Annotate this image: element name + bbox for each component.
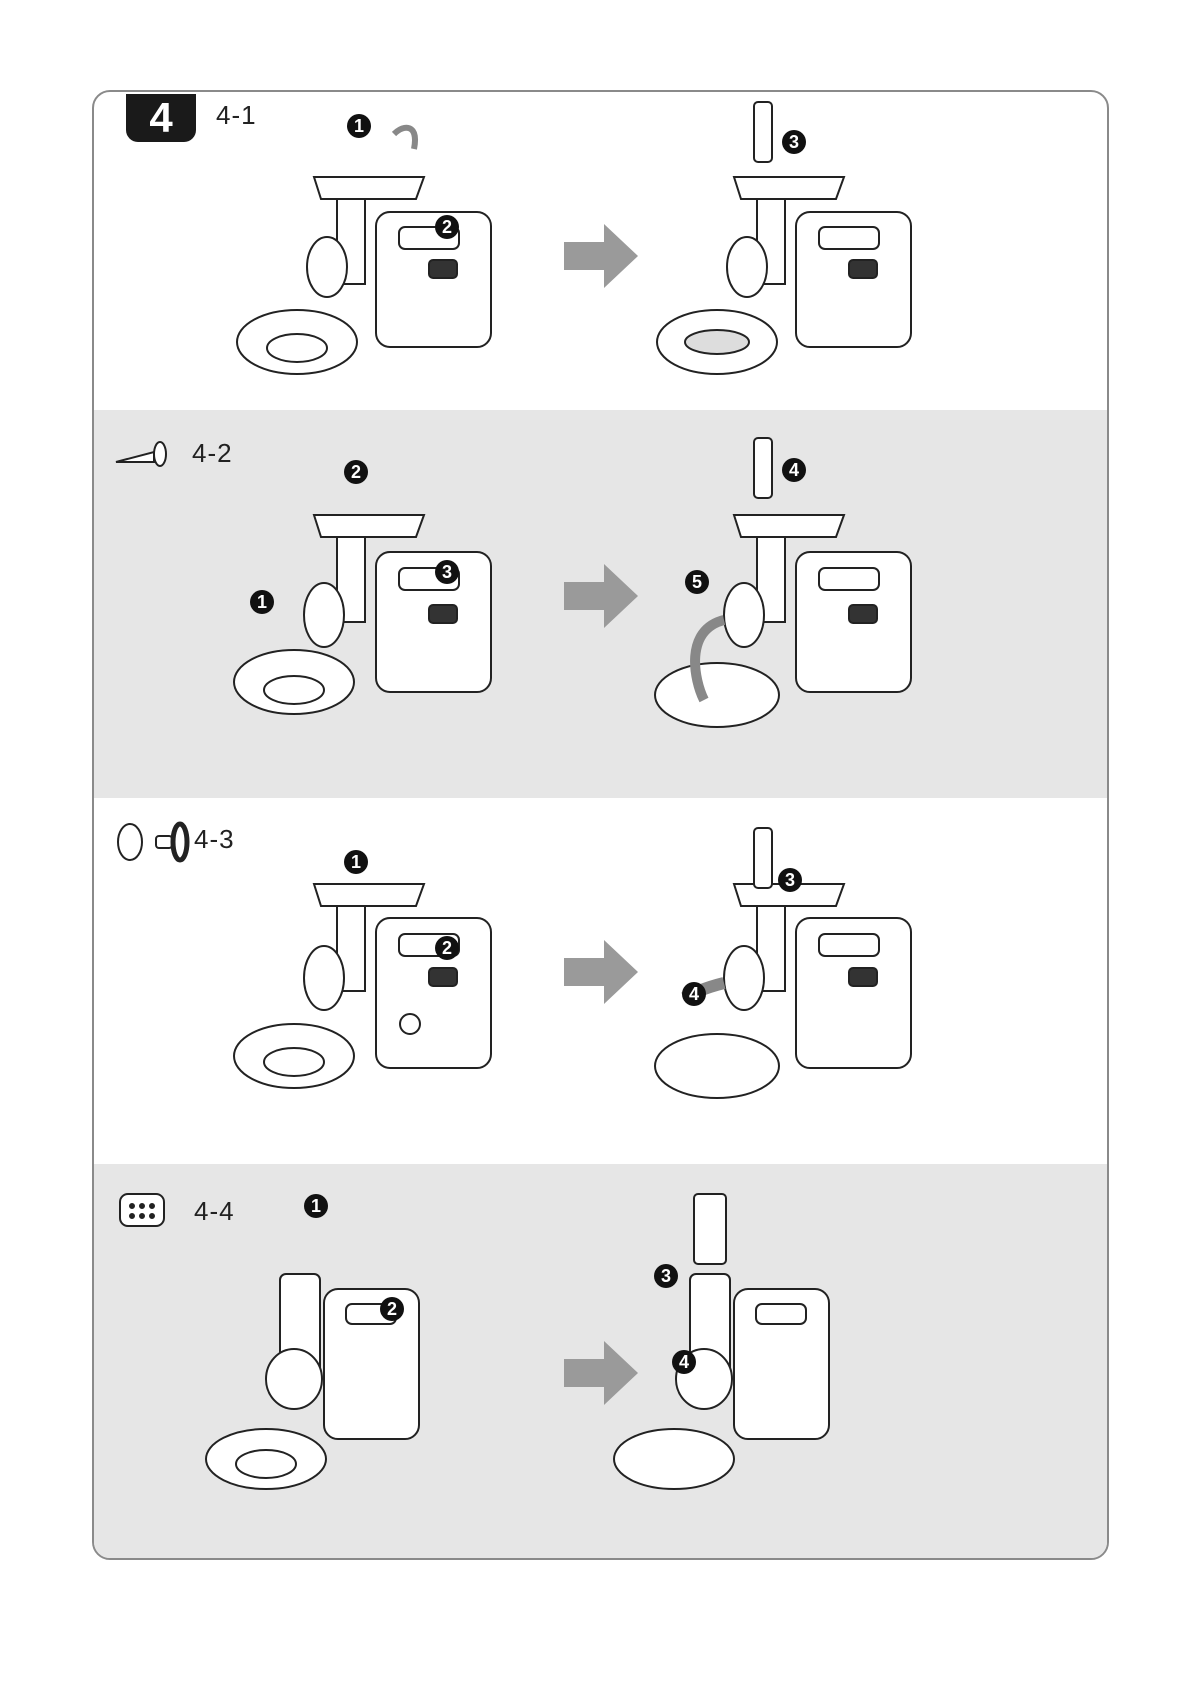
svg-text:5: 5 — [692, 572, 702, 592]
step-row-4-4: 1 2 3 4 4-4 — [94, 1164, 1107, 1558]
feed-tray — [314, 177, 424, 199]
next-step-arrow — [564, 1341, 638, 1405]
next-step-arrow — [564, 224, 638, 288]
svg-text:1: 1 — [311, 1196, 321, 1216]
svg-text:4: 4 — [679, 1352, 689, 1372]
step-4-3-illustration: 1 2 3 4 — [94, 798, 1107, 1164]
pusher — [754, 102, 772, 162]
step-label: 4-2 — [192, 438, 233, 469]
next-step-arrow — [564, 940, 638, 1004]
svg-text:3: 3 — [789, 132, 799, 152]
svg-text:3: 3 — [661, 1266, 671, 1286]
svg-text:4: 4 — [689, 984, 699, 1004]
svg-text:4: 4 — [789, 460, 799, 480]
step-row-4-1: 4 4-1 — [94, 92, 1107, 410]
svg-text:1: 1 — [351, 852, 361, 872]
sausage-nozzle-icon — [116, 442, 166, 466]
instruction-frame: 4 4-1 — [92, 90, 1109, 1560]
svg-text:3: 3 — [442, 562, 452, 582]
svg-text:2: 2 — [351, 462, 361, 482]
kebbe-attachment-icon — [118, 824, 187, 860]
step-4-1-illustration: 1 2 3 — [94, 92, 1107, 410]
svg-text:2: 2 — [442, 217, 452, 237]
svg-text:1: 1 — [257, 592, 267, 612]
step-4-2-illustration: 2 3 1 4 5 — [94, 410, 1107, 798]
step-label: 4-4 — [194, 1196, 235, 1227]
step-row-4-3: 1 2 3 4 4-3 — [94, 798, 1107, 1164]
step-label: 4-3 — [194, 824, 235, 855]
next-step-arrow — [564, 564, 638, 628]
svg-text:1: 1 — [354, 116, 364, 136]
svg-text:2: 2 — [387, 1299, 397, 1319]
step-row-4-2: 2 3 1 4 5 4-2 — [94, 410, 1107, 798]
svg-text:2: 2 — [442, 938, 452, 958]
grater-drum-icon — [120, 1194, 164, 1226]
svg-text:3: 3 — [785, 870, 795, 890]
step-4-4-illustration: 1 2 3 4 — [94, 1164, 1107, 1558]
